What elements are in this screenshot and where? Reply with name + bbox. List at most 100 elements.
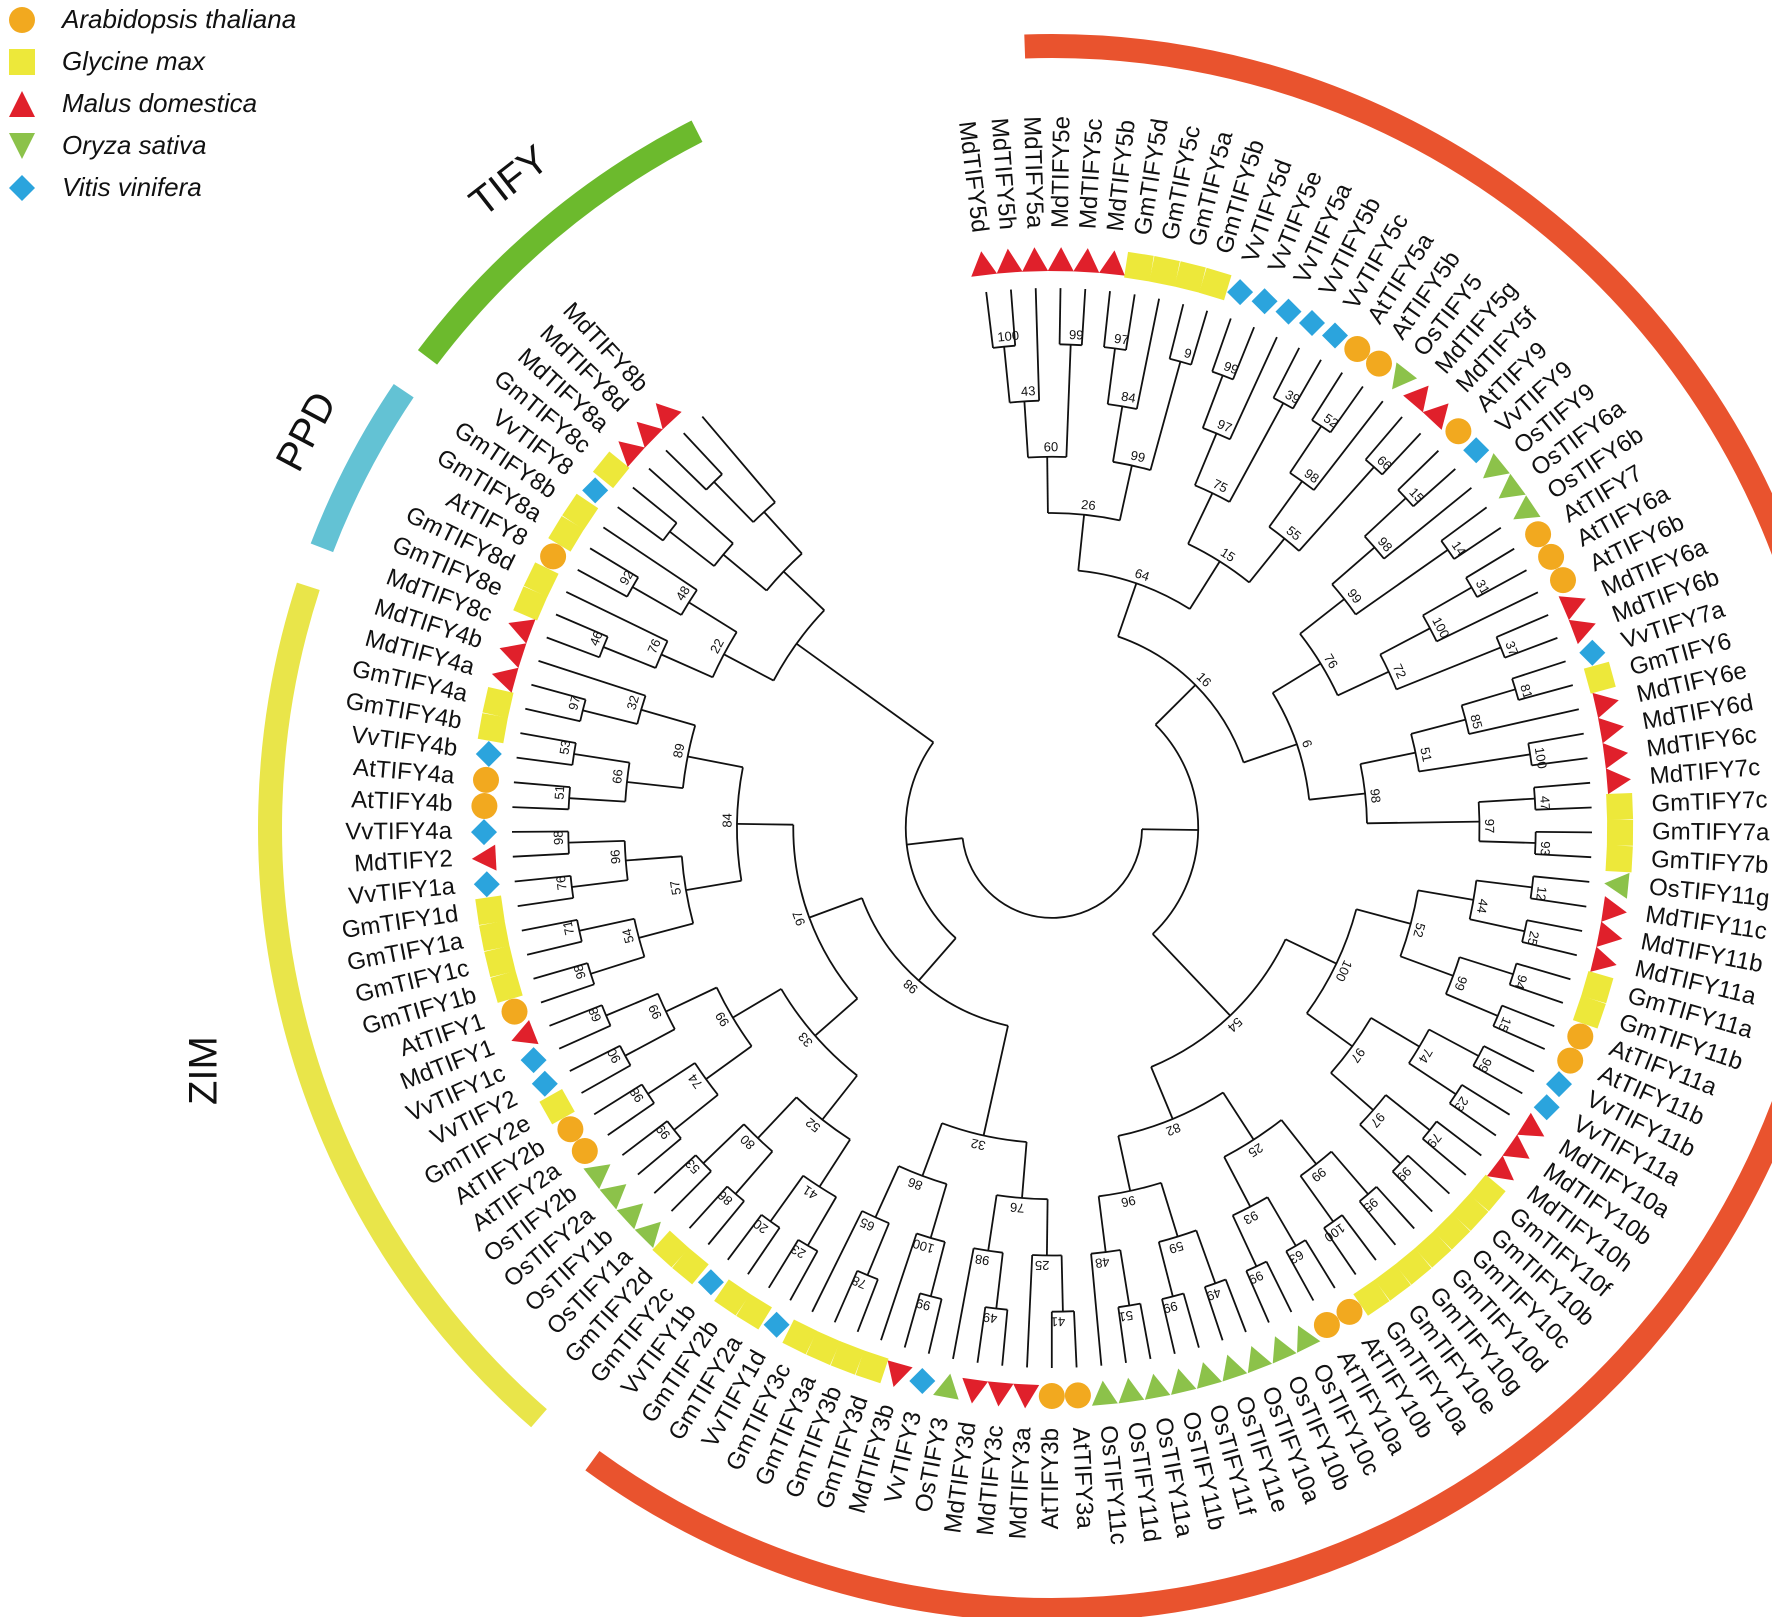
species-marker-md [1592, 688, 1621, 719]
bootstrap-value: 93 [1538, 841, 1553, 856]
leaf-label: AtTIFY3a [1067, 1427, 1099, 1530]
legend-label: Malus domestica [62, 88, 257, 118]
branch-radial [1331, 1073, 1373, 1110]
branch-radial [996, 1253, 1003, 1309]
branch-radial [1356, 909, 1410, 924]
branch-radial [1300, 599, 1344, 634]
branch-radial [1267, 1262, 1292, 1312]
leaf-label: MdTIFY5a [1018, 116, 1048, 229]
branch-radial [1356, 550, 1448, 615]
species-marker-md [1073, 247, 1100, 273]
species-marker-os [1190, 1359, 1222, 1389]
branch-radial [1244, 744, 1297, 762]
species-marker-md [1048, 247, 1074, 271]
species-marker-vv [471, 819, 497, 845]
branch-radial [1230, 403, 1284, 502]
branch-radial [572, 880, 628, 887]
branch-radial [1360, 1125, 1401, 1164]
branch-radial [518, 898, 574, 906]
species-marker-os [1140, 1371, 1170, 1399]
branch-radial [1536, 832, 1592, 833]
species-marker-at [1065, 1382, 1091, 1408]
branch-radial [984, 1026, 1008, 1136]
branch-radial [1191, 311, 1207, 365]
bootstrap-value: 89 [670, 742, 688, 759]
branch-radial [1367, 822, 1480, 824]
branch-radial [784, 572, 825, 611]
group-arc-tify [428, 131, 698, 357]
species-marker-at [473, 767, 499, 793]
bootstrap-value: 57 [667, 879, 684, 896]
species-marker-vv [1534, 1094, 1560, 1120]
species-marker-md [1606, 766, 1632, 794]
species-marker-vv [476, 741, 502, 767]
species-marker-vv [698, 1269, 724, 1295]
leaf-label: MdTIFY2 [353, 845, 453, 877]
bootstrap-value: 97 [789, 909, 808, 928]
species-marker-md [628, 412, 663, 447]
bootstrap-value: 100 [1429, 615, 1452, 641]
branch-radial [1512, 661, 1566, 678]
branch-radial [1108, 348, 1115, 404]
branch-radial [1398, 451, 1438, 490]
branch-radial [907, 838, 963, 844]
branch-radial [541, 984, 594, 1002]
bootstrap-value: 72 [1390, 661, 1410, 680]
branch-radial [684, 433, 722, 474]
bootstrap-value: 43 [1021, 383, 1036, 399]
branch-radial [1273, 664, 1321, 693]
branch-radial [1460, 957, 1514, 974]
species-marker-at [1314, 1312, 1340, 1338]
legend-marker-diamond [9, 175, 35, 201]
species-marker-os [1166, 1365, 1197, 1394]
branch-radial [1338, 672, 1389, 696]
bootstrap-value: 100 [1322, 1220, 1348, 1245]
branch-radial [1151, 1067, 1173, 1119]
branch-radial [688, 757, 743, 768]
species-marker-vv [521, 1047, 547, 1073]
branch-radial [649, 469, 733, 544]
branch-radial [1151, 362, 1181, 471]
species-marker-md [995, 248, 1023, 274]
bootstrap-value: 44 [1474, 898, 1491, 915]
bootstrap-value: 25 [1524, 930, 1542, 947]
legend-label: Vitis vinifera [62, 172, 202, 202]
branch-radial [1004, 347, 1010, 403]
bootstrap-value: 68 [585, 1005, 604, 1024]
branch-radial [1118, 583, 1136, 636]
bootstrap-value: 86 [906, 1174, 925, 1193]
branch-radial [1396, 647, 1500, 689]
branch-radial [808, 1197, 836, 1246]
species-marker-vv [532, 1071, 558, 1097]
branch-radial [1142, 829, 1198, 830]
branch-radial [1290, 426, 1321, 473]
branch-radial [1066, 345, 1070, 457]
species-marker-os [1491, 474, 1526, 509]
branch-radial [1078, 515, 1084, 571]
branch-radial [724, 654, 774, 680]
species-marker-md [488, 661, 518, 692]
bootstrap-value: 96 [1120, 1193, 1137, 1211]
species-marker-at [1366, 351, 1392, 377]
bootstrap-value: 99 [1069, 327, 1084, 343]
species-marker-os [617, 1194, 652, 1229]
branch-radial [986, 292, 993, 348]
species-marker-md [496, 636, 527, 668]
branch-radial [1380, 628, 1430, 654]
leaf-label: VvTIFY4a [345, 818, 453, 846]
bootstrap-value: 84 [1120, 389, 1137, 406]
branch-radial [569, 798, 625, 801]
branch-radial [1371, 1018, 1419, 1047]
leaf-label: AtTIFY3b [1037, 1428, 1064, 1529]
leaf-label: MdTIFY5e [1047, 116, 1076, 228]
species-marker-os [1090, 1379, 1118, 1405]
group-label-ppd: PPD [268, 385, 345, 478]
bootstrap-value: 26 [1080, 497, 1096, 513]
branch-radial [641, 710, 695, 726]
species-marker-os [1115, 1376, 1144, 1403]
bootstrap-value: 48 [1094, 1254, 1110, 1271]
bootstrap-value: 46 [586, 629, 605, 648]
bootstrap-value: 51 [1117, 1308, 1134, 1325]
species-marker-gm [1124, 252, 1154, 282]
